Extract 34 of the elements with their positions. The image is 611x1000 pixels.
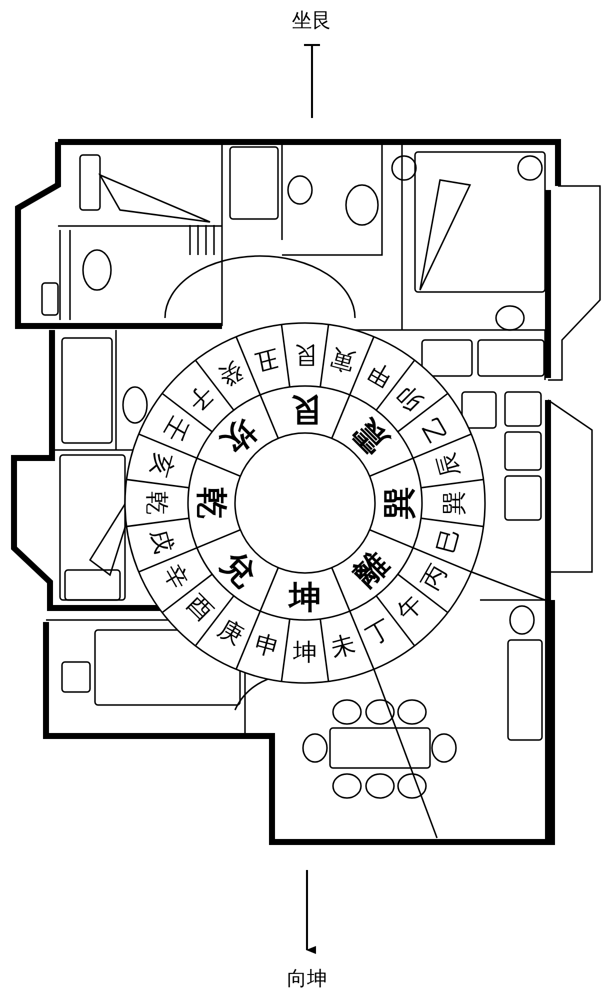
direction-label: 坐艮 bbox=[292, 10, 332, 30]
mountain-label: 巳 bbox=[434, 526, 464, 556]
mountain-label: 乙 bbox=[417, 412, 450, 446]
mountain-label: 乾 bbox=[144, 491, 168, 515]
mountain-label: 艮 bbox=[293, 342, 317, 366]
mountain-label: 丙 bbox=[417, 560, 450, 594]
trigram-label: 震 bbox=[348, 414, 394, 460]
mountain-label: 亥 bbox=[146, 450, 176, 480]
mountain-label: 午 bbox=[393, 591, 427, 625]
mountain-label: 壬 bbox=[160, 412, 193, 446]
mountain-label: 甲 bbox=[362, 358, 396, 391]
mountain-label: 辛 bbox=[160, 560, 193, 594]
mountain-label: 未 bbox=[328, 632, 358, 662]
mountain-label: 丁 bbox=[362, 615, 396, 648]
trigram-label: 巽 bbox=[382, 487, 414, 519]
trigram-label: 兌 bbox=[216, 546, 262, 592]
trigram-label: 坎 bbox=[216, 414, 262, 460]
mountain-label: 申 bbox=[252, 632, 282, 662]
mountain-label: 寅 bbox=[328, 344, 358, 374]
mountain-label: 巽 bbox=[442, 491, 466, 515]
mountain-label: 戌 bbox=[146, 526, 176, 556]
trigram-label: 乾 bbox=[196, 487, 228, 519]
mountain-label: 卯 bbox=[393, 381, 427, 415]
mountain-label: 辰 bbox=[434, 450, 464, 480]
mountain-label: 酉 bbox=[183, 591, 217, 625]
mountain-label: 癸 bbox=[214, 358, 248, 391]
trigram-label: 坤 bbox=[289, 580, 321, 612]
direction-label: 向坤 bbox=[287, 968, 327, 988]
mountain-label: 坤 bbox=[293, 640, 317, 664]
trigram-label: 艮 bbox=[289, 394, 321, 426]
mountain-label: 丑 bbox=[252, 344, 282, 374]
mountain-label: 庚 bbox=[214, 615, 248, 648]
mountain-label: 子 bbox=[183, 381, 217, 415]
trigram-label: 離 bbox=[348, 546, 394, 592]
